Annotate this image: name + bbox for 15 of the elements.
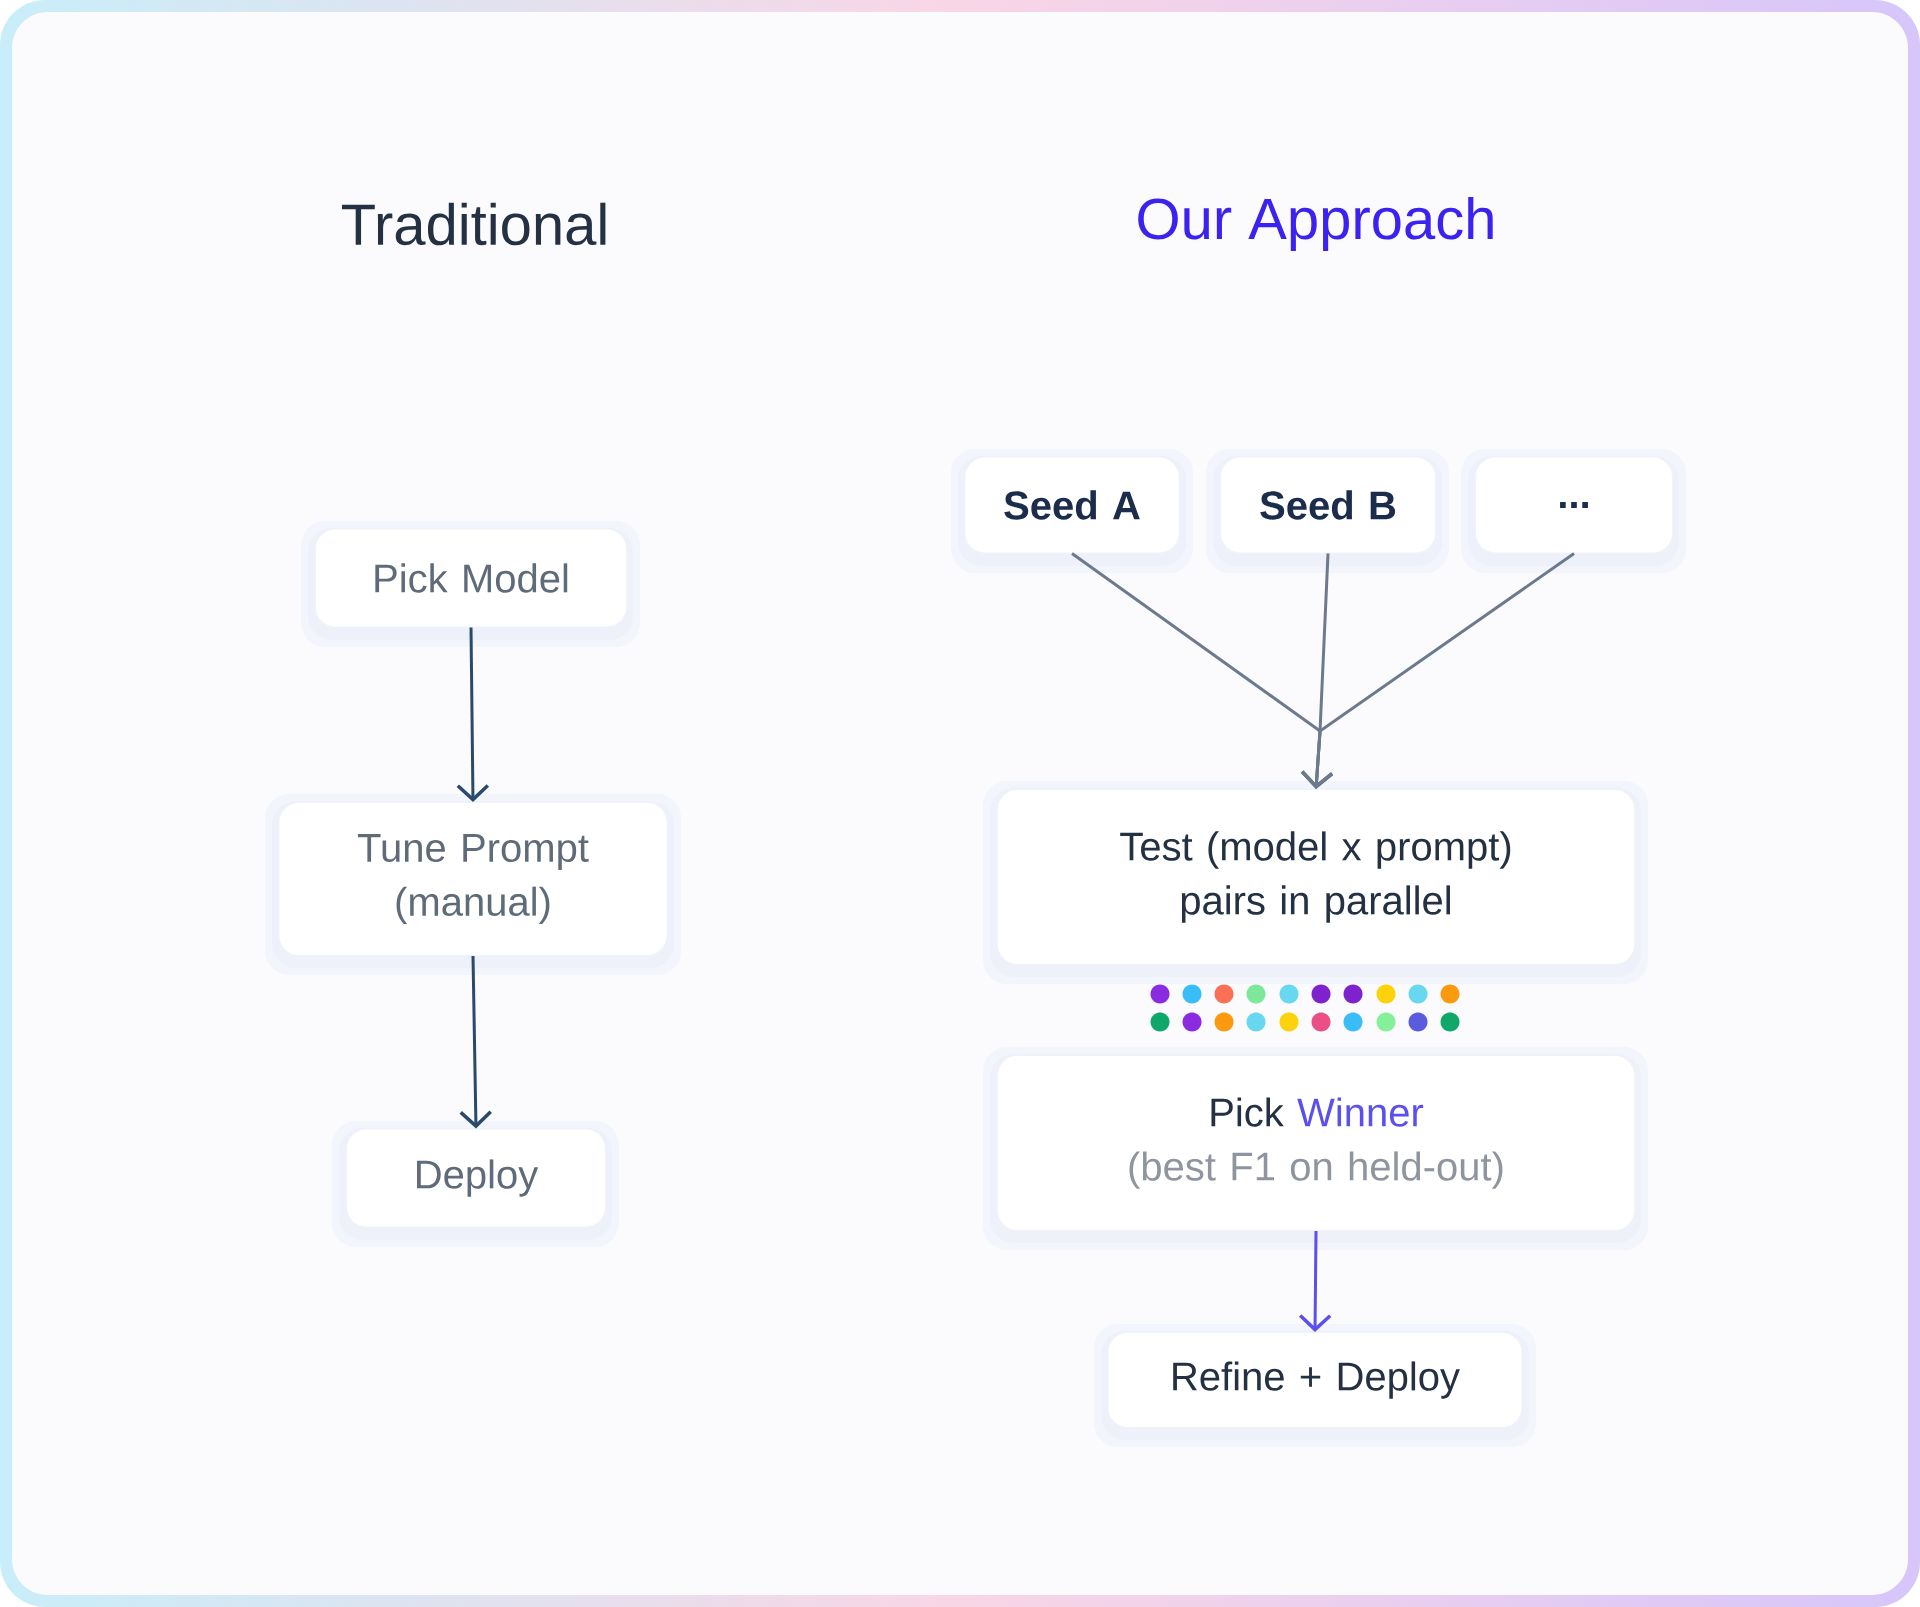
column-heading: Our Approach (1138, 196, 1493, 252)
arrow (1298, 1231, 1332, 1332)
process-box: Deploy (332, 1121, 619, 1247)
arrow (1300, 552, 1575, 789)
process-box: ... (1461, 449, 1686, 573)
process-box: Tune Prompt (manual) (265, 794, 681, 975)
process-box: Test (model x prompt) pairs in parallel (983, 781, 1648, 984)
arrow (456, 627, 490, 802)
process-box: Seed A (951, 449, 1193, 573)
process-box: Pick Model (301, 521, 640, 647)
column-heading: Traditional (342, 202, 606, 246)
process-box: Seed B (1206, 449, 1449, 573)
process-box: Pick Winner (best F1 on held-out) (983, 1047, 1648, 1250)
arrow (459, 956, 492, 1129)
process-box: Refine + Deploy (1094, 1324, 1536, 1447)
